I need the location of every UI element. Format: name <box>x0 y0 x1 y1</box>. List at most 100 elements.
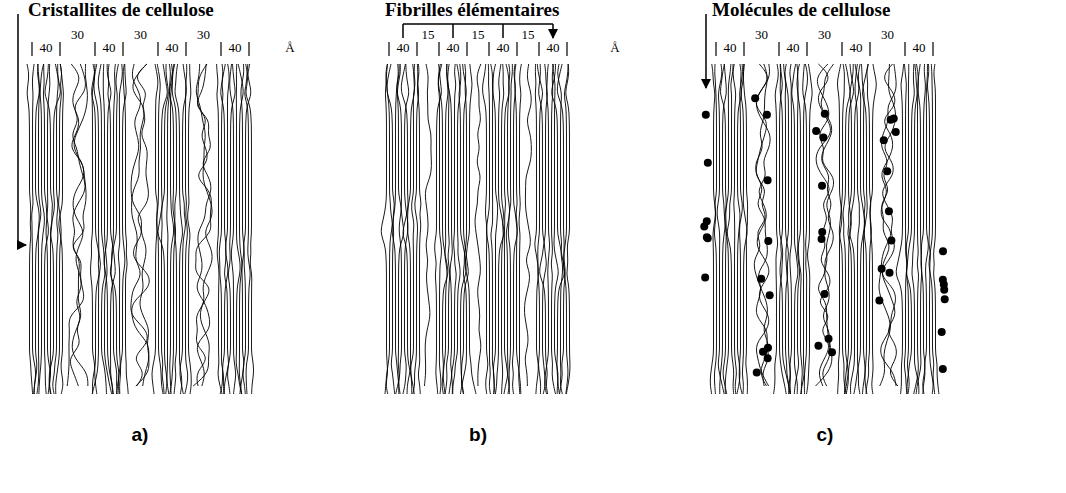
dimension-tick <box>388 42 389 56</box>
cellulose-chain <box>72 64 88 386</box>
cellulose-chain <box>916 64 922 394</box>
dimension-tick <box>841 42 842 56</box>
cellulose-chain <box>56 64 62 394</box>
cellulose-chain <box>540 64 548 394</box>
cellulose-chain <box>564 64 569 394</box>
cellulose-chain <box>879 64 896 386</box>
molecule-dot <box>818 228 826 236</box>
molecule-dot <box>700 223 708 231</box>
cellulose-chain <box>929 64 935 394</box>
dimension-label: 40 <box>850 41 863 55</box>
dimension-tick <box>220 42 221 56</box>
cellulose-chain <box>934 64 939 394</box>
dimension-label: 40 <box>497 41 510 55</box>
cellulose-chain <box>923 64 929 394</box>
cellulose-chain <box>720 64 727 394</box>
cellulose-chain <box>131 64 147 386</box>
molecule-dot <box>880 136 888 144</box>
cellulose-chain <box>32 64 36 394</box>
molecule-dot <box>939 247 947 255</box>
molecule-dot <box>892 128 900 136</box>
dimension-tick <box>94 42 95 56</box>
cellulose-chain <box>417 64 420 394</box>
dimension-tick <box>466 42 467 56</box>
molecule-dot <box>814 342 822 350</box>
cellulose-chain <box>132 64 149 386</box>
cellulose-chain <box>566 64 570 394</box>
cellulose-chain <box>39 64 45 394</box>
cellulose-chain <box>714 64 716 394</box>
cellulose-chain <box>407 64 415 394</box>
cellulose-chain <box>558 64 563 394</box>
cellulose-chain <box>921 64 925 394</box>
cellulose-chain <box>413 64 419 394</box>
cellulose-chain <box>870 64 876 394</box>
dimension-label: 30 <box>818 28 831 42</box>
cellulose-chain <box>110 64 118 394</box>
cellulose-chain <box>803 64 807 394</box>
cellulose-chain <box>863 64 869 394</box>
cellulose-chain <box>801 64 808 394</box>
dimension-label: 15 <box>472 28 485 42</box>
cellulose-chain <box>475 64 481 386</box>
cellulose-chain <box>401 64 414 394</box>
cellulose-chain <box>721 64 727 394</box>
cellulose-chain <box>123 64 128 394</box>
leader-line <box>705 14 707 88</box>
cellulose-chain <box>381 64 387 394</box>
cellulose-chain <box>855 64 860 394</box>
dimension-label: 30 <box>71 28 84 42</box>
molecule-dot <box>812 127 820 135</box>
cellulose-chain <box>230 64 236 394</box>
cellulose-chain <box>246 64 253 394</box>
panel-caption: a) <box>132 425 149 446</box>
dimension-label: 40 <box>103 41 116 55</box>
cellulose-chain <box>785 64 790 394</box>
molecule-dot <box>941 295 949 303</box>
cellulose-chain <box>882 64 898 386</box>
cellulose-chain <box>45 64 52 394</box>
cellulose-chain <box>515 64 521 394</box>
cellulose-chain <box>67 64 86 386</box>
cellulose-chain <box>794 64 799 394</box>
cellulose-chain <box>906 64 909 394</box>
cellulose-chain <box>741 64 747 394</box>
molecule-dot <box>821 110 829 118</box>
cellulose-chain <box>53 64 58 394</box>
cellulose-chain <box>743 64 747 394</box>
cellulose-chain <box>172 64 176 394</box>
molecule-dot <box>940 281 948 289</box>
dimension-tick <box>516 42 517 56</box>
cellulose-chain <box>738 64 743 394</box>
cellulose-chain <box>225 64 230 394</box>
cellulose-chain <box>460 64 466 394</box>
molecule-dot <box>828 348 836 356</box>
panel-title: Fibrilles élémentaires <box>385 0 559 21</box>
cellulose-chain <box>385 64 392 394</box>
molecule-dot <box>886 269 894 277</box>
dimension-label: 30 <box>197 28 210 42</box>
molecule-dot <box>704 234 712 242</box>
molecule-dot <box>701 273 709 281</box>
cellulose-chain <box>459 64 466 394</box>
cellulose-chain <box>387 64 395 394</box>
cellulose-chain <box>487 64 491 394</box>
dimension-tick <box>438 42 439 56</box>
cellulose-chain <box>493 64 498 394</box>
molecule-dot <box>764 344 772 352</box>
cellulose-chain <box>784 64 791 394</box>
dimension-label: 40 <box>40 41 53 55</box>
dimension-tick <box>122 42 123 56</box>
molecule-dot <box>704 159 712 167</box>
panel-caption: c) <box>817 425 834 446</box>
cellulose-chain <box>807 64 813 394</box>
cellulose-chain <box>37 64 41 394</box>
cellulose-chain <box>461 64 468 394</box>
bracket <box>403 23 553 25</box>
cellulose-chain <box>245 64 250 394</box>
cellulose-chain <box>175 64 182 394</box>
cellulose-chain <box>733 64 736 394</box>
cellulose-chain <box>904 64 906 394</box>
